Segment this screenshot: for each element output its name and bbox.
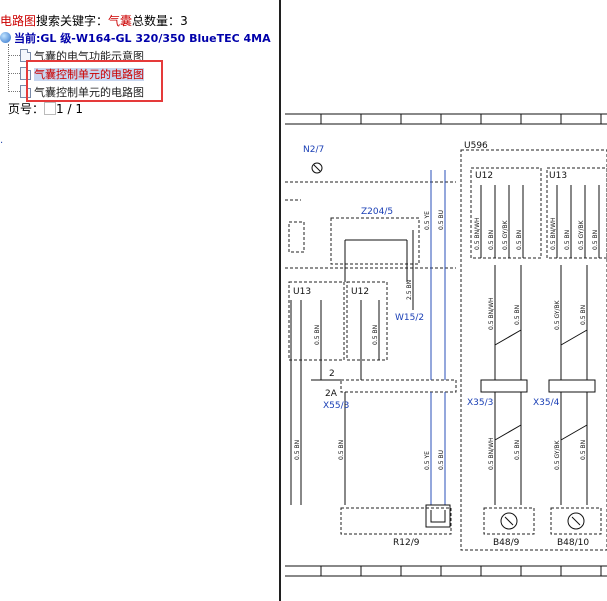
u13-top-box (546, 167, 607, 259)
scroll-marker: · (0, 138, 4, 149)
z2045-box (330, 217, 420, 265)
x353-connector (480, 379, 528, 393)
tree-connector (8, 44, 9, 92)
search-header: 电路图搜索关键字：气囊总数量：3 (0, 12, 188, 29)
u12-lower-box (346, 281, 388, 361)
wire-label-ye-lower: 0.5 YE (424, 451, 431, 470)
result-count: 3 (180, 14, 188, 28)
x354-connector (548, 379, 596, 393)
label-x553: X55/3 (323, 401, 349, 411)
r129-box (340, 507, 452, 535)
wire-label-bnwh: 0.5 BN/WH (550, 217, 557, 250)
wire-label-bn: 0.5 BN (314, 325, 321, 345)
wire-label-bnwh: 0.5 BN/WH (488, 297, 495, 330)
tree-connector (8, 91, 20, 92)
wire-label-ye: 0.5 YE (424, 211, 431, 230)
label-b489: B48/9 (493, 538, 520, 548)
wire-label-gybk: 0.5 GY/BK (502, 219, 509, 250)
document-icon (20, 49, 31, 62)
label-u13-top: U13 (549, 171, 567, 181)
tree-item-label: 气囊控制单元的电路图 (34, 68, 144, 81)
label-w152: W15/2 (395, 313, 424, 323)
u13-lower-box (288, 281, 345, 361)
label-r129: R12/9 (393, 538, 420, 548)
tree-item-airbag-control-unit-circuit-1[interactable]: 气囊控制单元的电路图 (20, 66, 144, 82)
wire-label-bn: 0.5 BN (564, 230, 571, 250)
label-x354: X35/4 (533, 398, 560, 408)
tree-item-electrical-function-diagram[interactable]: 气囊的电气功能示意图 (20, 48, 144, 64)
u596-module-box (460, 149, 607, 551)
label-b4810: B48/10 (557, 538, 589, 548)
label-pin-2: 2 (329, 369, 335, 379)
wire-label-bn: 0.5 BN (514, 440, 521, 460)
page-input[interactable] (44, 102, 57, 115)
wire-label-bn: 0.5 BN (580, 305, 587, 325)
search-prefix: 电路图 (0, 14, 37, 28)
left-connector-box (288, 221, 305, 253)
page-value: 1 / 1 (56, 102, 83, 116)
tree-connector (8, 73, 20, 74)
tree-item-label: 气囊控制单元的电路图 (34, 86, 144, 99)
globe-icon (0, 32, 11, 43)
wire-label-bn: 0.5 BN (514, 305, 521, 325)
label-u13-lower: U13 (293, 287, 311, 297)
tree-item-label: 气囊的电气功能示意图 (34, 50, 144, 63)
wire-label-bnwh: 0.5 BN/WH (488, 437, 495, 470)
label-u596: U596 (464, 141, 488, 151)
wire-label-bn: 0.5 BN (592, 230, 599, 250)
wire-label-25bn: 2.5 BN (406, 280, 413, 300)
search-keyword: 气囊 (108, 14, 133, 28)
label-u12-top: U12 (475, 171, 493, 181)
pagination: 页号： 1 / 1 (8, 100, 83, 117)
wire-label-gybk: 0.5 GY/BK (554, 439, 561, 470)
wire-label-bu-lower: 0.5 BU (438, 450, 445, 470)
wire-label-bn: 0.5 BN (488, 230, 495, 250)
wire-label-gybk: 0.5 GY/BK (554, 299, 561, 330)
wire-label-bu: 0.5 BU (438, 210, 445, 230)
b4810-sensor (567, 512, 585, 530)
frame-ticks (320, 114, 602, 124)
wire-label-bn: 0.5 BN (294, 440, 301, 460)
b489-sensor (500, 512, 518, 530)
highlight-box (26, 60, 163, 102)
label-z2045: Z204/5 (361, 207, 393, 217)
label-x353: X35/3 (467, 398, 493, 408)
tree-connector (8, 55, 20, 56)
label-pin-2a: 2A (325, 389, 338, 399)
label-n27: N2/7 (303, 145, 324, 155)
page-label: 页号： (8, 102, 45, 116)
current-vehicle-node[interactable]: 当前:GL 级-W164-GL 320/350 BlueTEC 4MA (0, 30, 271, 46)
wire-label-gybk: 0.5 GY/BK (578, 219, 585, 250)
schematic-viewer[interactable]: N2/7 Z204/5 W15/2 X55/3 X35/3 X35/4 U596… (281, 0, 607, 601)
search-label: 搜索关键字： (36, 14, 109, 28)
b489-box (483, 507, 535, 535)
n27-symbol (311, 162, 323, 174)
wire-label-bnwh: 0.5 BN/WH (474, 217, 481, 250)
x553-connector (340, 379, 457, 393)
wire-label-bn: 0.5 BN (372, 325, 379, 345)
frame-ticks (320, 566, 602, 576)
result-count-label: 总数量： (132, 14, 181, 28)
circuit-diagram: N2/7 Z204/5 W15/2 X55/3 X35/3 X35/4 U596… (285, 113, 607, 577)
search-results-panel: 电路图搜索关键字：气囊总数量：3 当前:GL 级-W164-GL 320/350… (0, 0, 279, 601)
u12-top-box (470, 167, 542, 259)
current-vehicle-label: 当前:GL 级-W164-GL 320/350 BlueTEC 4MA (14, 32, 271, 45)
label-u12-lower: U12 (351, 287, 369, 297)
wire-label-bn: 0.5 BN (338, 440, 345, 460)
wire-label-bn: 0.5 BN (580, 440, 587, 460)
r129-element (425, 504, 451, 528)
panel-splitter[interactable] (279, 0, 281, 601)
wire-label-bn: 0.5 BN (516, 230, 523, 250)
b4810-box (550, 507, 602, 535)
